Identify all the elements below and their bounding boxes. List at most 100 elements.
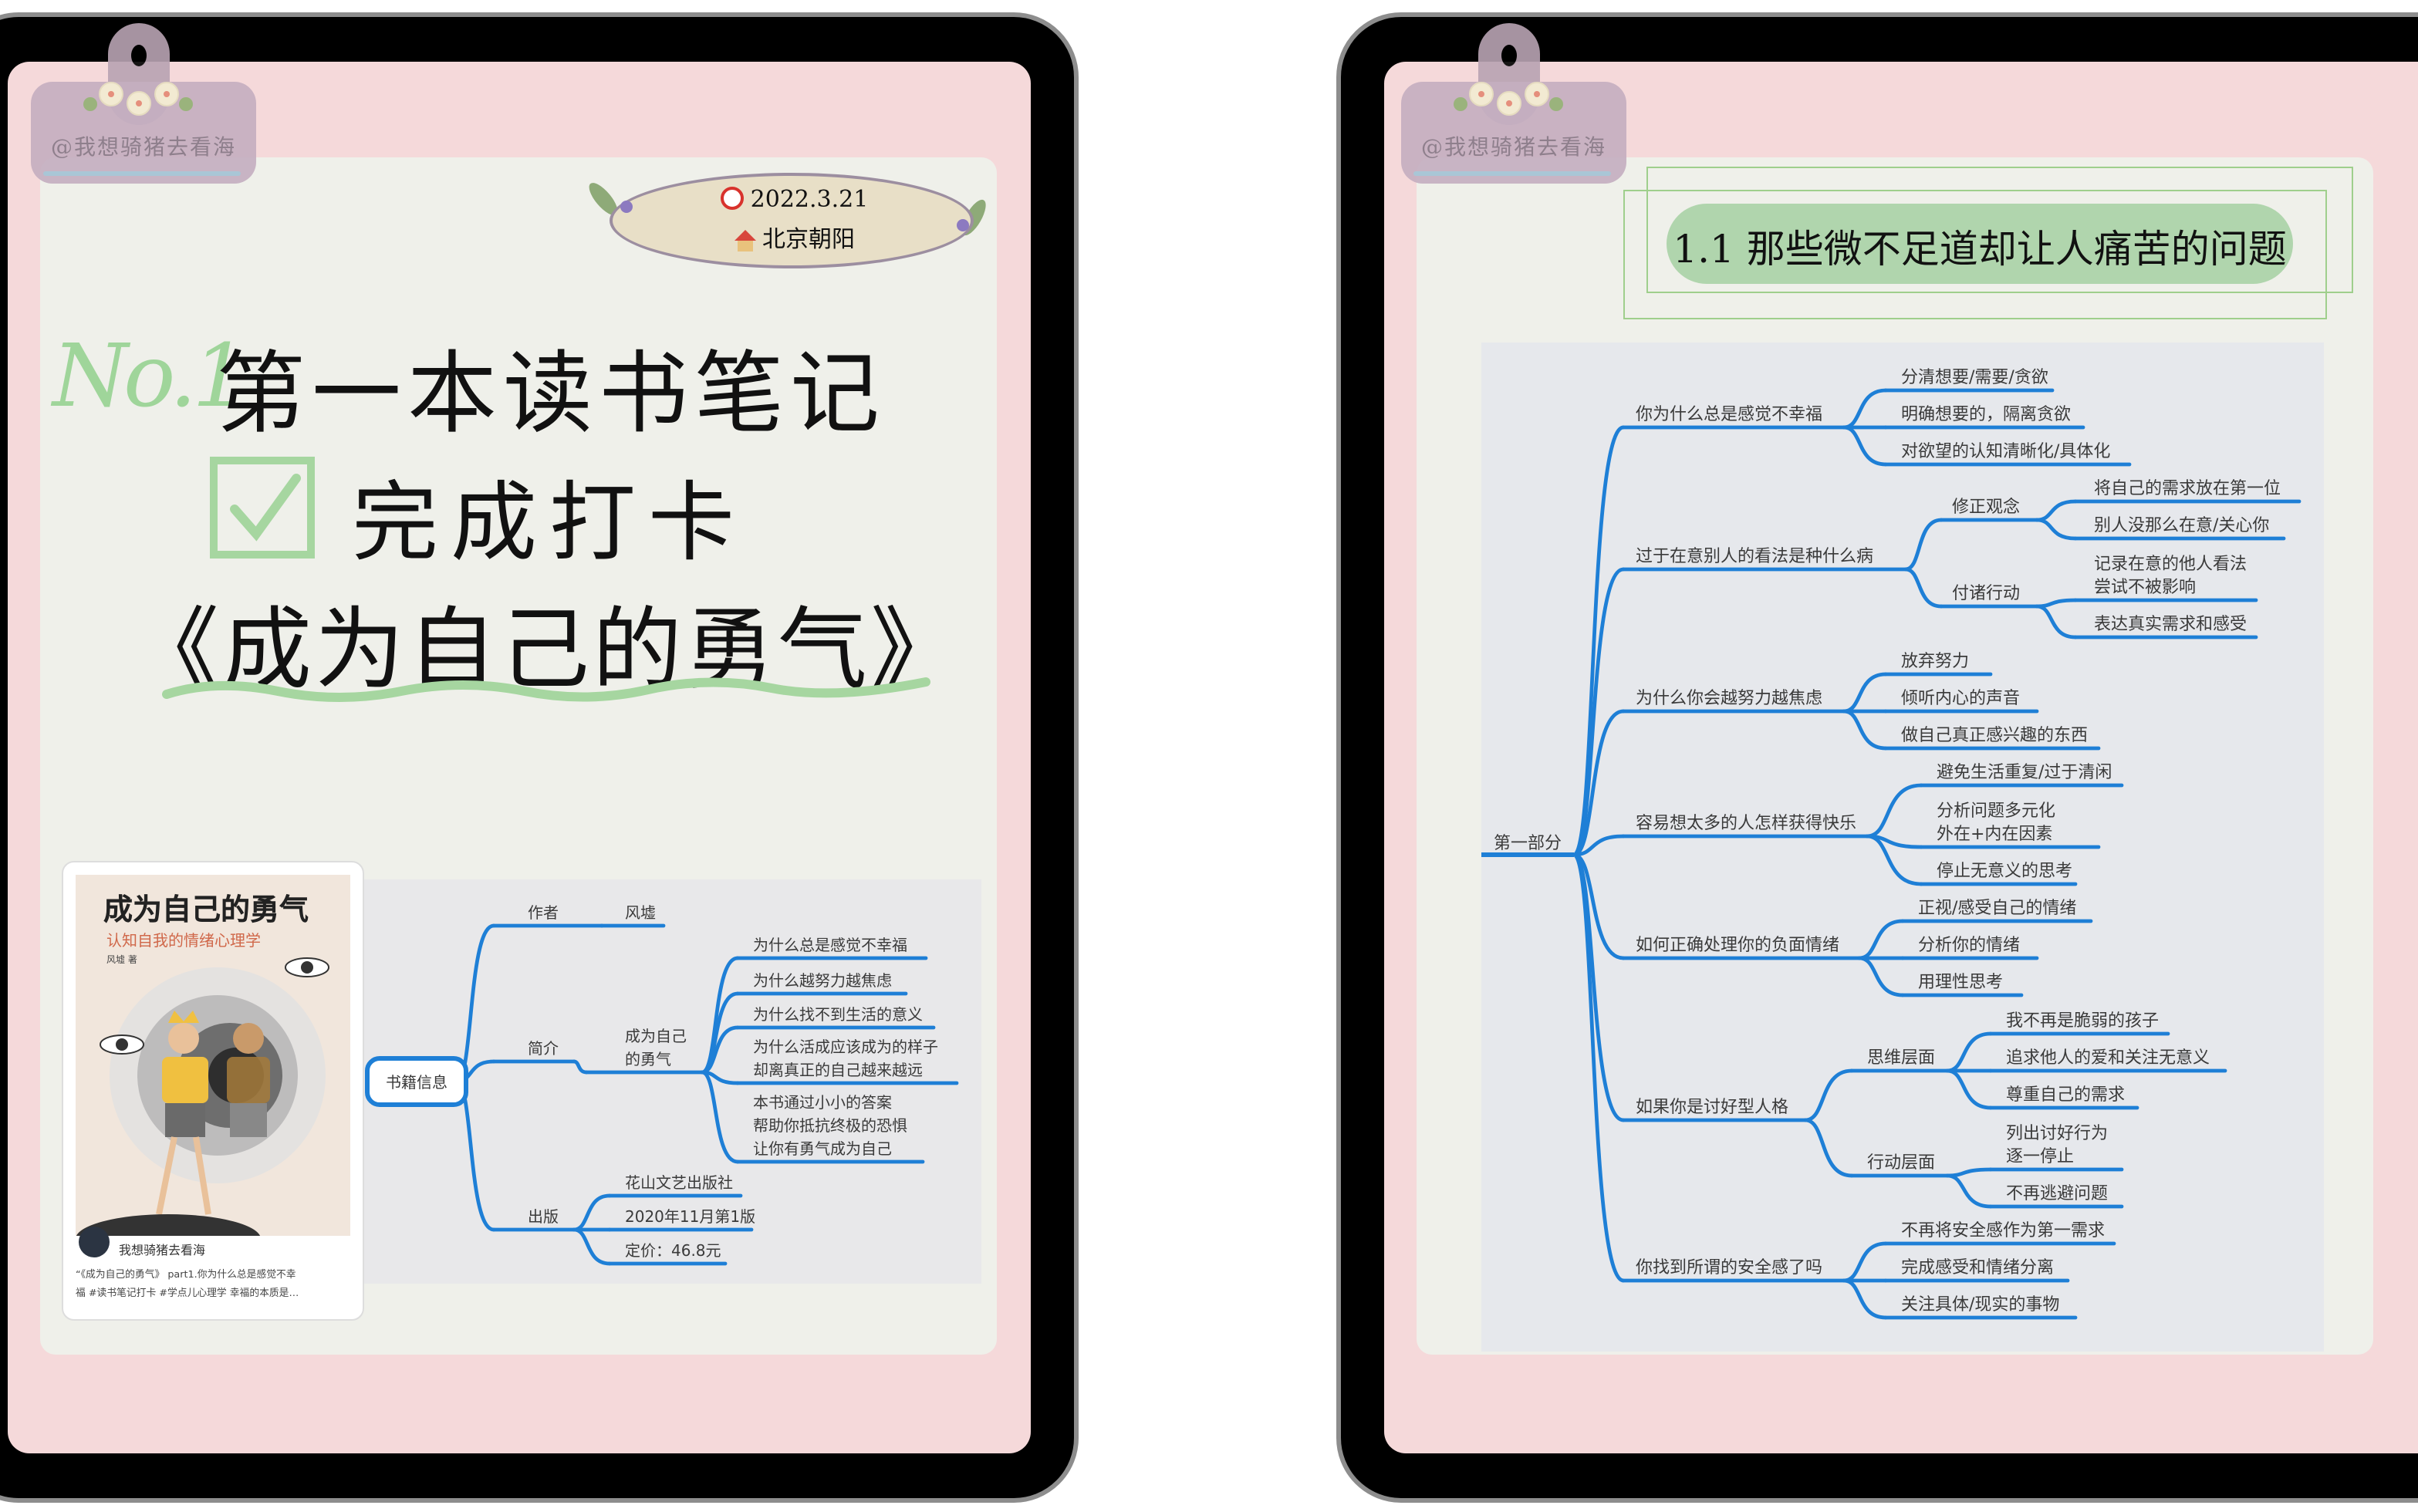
flower-icon	[154, 82, 179, 106]
location-text: 北京朝阳	[762, 225, 855, 253]
mindmap-node-label[interactable]: 外在+内在因素	[1937, 825, 2052, 844]
mindmap-node-label[interactable]: 如何正确处理你的负面情绪	[1636, 936, 1839, 955]
wavy-underline	[162, 677, 930, 702]
mindmap-node-label[interactable]: 为什么越努力越焦虑	[753, 971, 892, 990]
mindmap-root-node[interactable]	[365, 1056, 468, 1107]
flower-icon	[1497, 91, 1521, 116]
mindmap-node-label[interactable]: 分析你的情绪	[1918, 936, 2020, 955]
mindmap-node-label[interactable]: 为什么找不到生活的意义	[753, 1005, 923, 1024]
mindmap-node-label[interactable]: 列出讨好行为	[2006, 1124, 2108, 1143]
section-title-pill: 1.1 那些微不足道却让人痛苦的问题	[1667, 204, 2293, 284]
mindmap-node-label[interactable]: 倾听内心的声音	[1901, 689, 2020, 708]
mindmap-node-label[interactable]: 明确想要的，隔离贪欲	[1901, 405, 2071, 424]
mindmap-connector	[1842, 388, 1888, 430]
flower-icon	[1525, 82, 1549, 106]
caption-line-2: 福 #读书笔记打卡 #学点儿心理学 幸福的本质是…	[76, 1287, 299, 1299]
mindmap-connector	[1572, 567, 1626, 857]
title-frame-outer	[1646, 167, 2353, 293]
flower-icon	[127, 91, 151, 116]
username[interactable]: 我想骑猪去看海	[119, 1244, 205, 1257]
mindmap-node-label[interactable]: 我不再是脆弱的孩子	[2006, 1011, 2159, 1031]
mindmap-node-label[interactable]: 放弃努力	[1901, 652, 1969, 671]
mindmap-connector	[1865, 834, 1923, 886]
avatar[interactable]	[79, 1227, 110, 1257]
mindmap-node-label[interactable]: 关注具体/现实的事物	[1901, 1295, 2059, 1315]
mindmap-node-label[interactable]: 你为什么总是感觉不幸福	[1636, 405, 1822, 424]
book-post-card[interactable]: 成为自己的勇气 认知自我的情绪心理学 风墟 著	[62, 861, 364, 1321]
mindmap-node-label[interactable]: 正视/感受自己的情绪	[1918, 899, 2076, 918]
mindmap-node-label[interactable]: 如果你是讨好型人格	[1636, 1098, 1788, 1117]
mindmap-node-label[interactable]: 分清想要/需要/贪欲	[1901, 368, 2048, 387]
mindmap-connector	[1572, 709, 1626, 857]
mindmap-node-label[interactable]: 为什么活成应该成为的样子	[753, 1038, 938, 1056]
mindmap-node-label[interactable]: 过于在意别人的看法是种什么病	[1636, 547, 1873, 566]
mindmap-node-label[interactable]: 表达真实需求和感受	[2094, 615, 2247, 634]
mindmap-root-label[interactable]: 书籍信息	[386, 1073, 447, 1092]
mindmap-node-label[interactable]: 的勇气	[625, 1050, 671, 1068]
mindmap-node-label[interactable]: 完成感受和情绪分离	[1901, 1258, 2054, 1277]
mindmap-node-label[interactable]: 为什么总是感觉不幸福	[753, 936, 907, 954]
cover-illustration	[76, 957, 329, 1236]
date-location-badge: 2022.3.21 北京朝阳	[610, 173, 974, 268]
mindmap-node-label[interactable]: 成为自己	[625, 1027, 687, 1045]
mindmap-node-label[interactable]: 停止无意义的思考	[1937, 862, 2072, 881]
mindmap-connector	[1572, 834, 1626, 857]
location-row: 北京朝阳	[613, 222, 977, 255]
mindmap-node-label[interactable]: 用理性思考	[1918, 973, 2003, 992]
mindmap-connector	[572, 1193, 612, 1232]
mindmap-root-label[interactable]: 第一部分	[1494, 834, 1562, 853]
mindmap-node-label[interactable]: 逐一停止	[2006, 1147, 2074, 1166]
mindmap-node-label[interactable]: 让你有勇气成为自己	[753, 1139, 892, 1158]
mindmap-node-label[interactable]: 容易想太多的人怎样获得快乐	[1636, 814, 1856, 833]
mindmap-connector	[1572, 852, 1626, 960]
mindmap-node-label[interactable]: 做自己真正感兴趣的东西	[1901, 726, 2088, 745]
flower-icon	[99, 82, 123, 106]
section-title: 1.1 那些微不足道却让人痛苦的问题	[1673, 227, 2287, 272]
leaf-icon	[83, 97, 97, 111]
mindmap-node-label[interactable]: 简介	[528, 1039, 559, 1058]
mindmap-node-label[interactable]: 却离真正的自己越来越远	[753, 1061, 923, 1079]
mindmap-connector	[1903, 567, 1944, 609]
mindmap-node-label[interactable]: 修正观念	[1952, 498, 2020, 517]
checkin-text: 完成打卡	[352, 474, 747, 574]
mindmap-node-label[interactable]: 帮助你抵抗终极的恐惧	[753, 1116, 907, 1135]
caption-line-1: “《成为自己的勇气》 part1.你为什么总是感觉不幸	[76, 1268, 296, 1281]
mindmap-node-label[interactable]: 别人没那么在意/关心你	[2094, 516, 2269, 535]
mindmap-node-label[interactable]: 行动层面	[1867, 1153, 1935, 1173]
mindmap-node-label[interactable]: 分析问题多元化	[1937, 802, 2055, 821]
mindmap-node-label[interactable]: 花山文艺出版社	[625, 1173, 733, 1192]
mindmap-node-label[interactable]: 避免生活重复/过于清闲	[1937, 763, 2112, 782]
mindmap-node-label[interactable]: 追求他人的爱和关注无意义	[2006, 1048, 2210, 1068]
leaf-icon	[1454, 97, 1467, 111]
mindmap-node-label[interactable]: 记录在意的他人看法	[2094, 555, 2247, 574]
mindmap-node-label[interactable]: 尝试不被影响	[2094, 578, 2196, 597]
mindmap-connector	[1842, 1278, 1888, 1320]
watermark-text: @我想骑猪去看海	[51, 136, 236, 160]
watermark-text: @我想骑猪去看海	[1421, 136, 1606, 160]
mindmap-connector	[2035, 604, 2078, 640]
mindmap-node-label[interactable]: 将自己的需求放在第一位	[2094, 479, 2281, 498]
mindmap-node-label[interactable]: 思维层面	[1867, 1048, 1935, 1068]
date-text: 2022.3.21	[750, 185, 869, 213]
mindmap-connector	[1842, 1241, 1888, 1283]
mindmap-node-label[interactable]: 为什么你会越努力越焦虑	[1636, 689, 1822, 708]
mindmap-node-label[interactable]: 出版	[528, 1207, 559, 1226]
mindmap-connector	[2035, 518, 2078, 541]
mindmap-node-label[interactable]: 不再逃避问题	[2006, 1184, 2108, 1203]
mindmap-node-label[interactable]: 付诸行动	[1952, 584, 2020, 603]
mindmap-node-label[interactable]: 作者	[528, 903, 559, 922]
heading-title: 第一本读书笔记	[216, 341, 886, 446]
mindmap-node-label[interactable]: 风墟	[625, 903, 656, 922]
mindmap-node-label[interactable]: 不再将安全感作为第一需求	[1901, 1221, 2105, 1240]
mindmap-node-label[interactable]: 定价：46.8元	[625, 1241, 721, 1260]
mindmap-node-label[interactable]: 本书通过小小的答案	[753, 1093, 892, 1112]
mindmap-node-label[interactable]: 尊重自己的需求	[2006, 1085, 2125, 1105]
mindmap-node-label[interactable]: 对欲望的认知清晰化/具体化	[1901, 442, 2110, 461]
mindmap-connector	[1945, 1173, 1993, 1209]
mindmap-node-label[interactable]: 2020年11月第1版	[625, 1207, 755, 1226]
mindmap-node-label[interactable]: 你找到所谓的安全感了吗	[1636, 1258, 1822, 1277]
checkmark-icon	[230, 474, 301, 542]
mindmap-connector	[1842, 709, 1888, 751]
